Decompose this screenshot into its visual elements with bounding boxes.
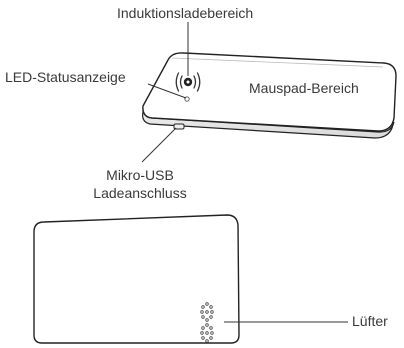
label-charging-area: Induktionsladebereich: [117, 5, 254, 21]
pad-top-surface: [142, 52, 397, 132]
leader-led: [147, 83, 187, 99]
pad-bottom-outline: [33, 214, 240, 344]
wireless-charging-icon: [175, 72, 201, 92]
mousepad-bottom-view: [33, 214, 240, 344]
label-led-indicator: LED-Statusanzeige: [5, 69, 126, 85]
label-usb-port-line1: Mikro-USB: [106, 167, 174, 183]
label-usb-port-line2: Ladeanschluss: [93, 185, 187, 201]
label-mousepad-area: Mauspad-Bereich: [249, 80, 359, 96]
mousepad-top-view: [142, 52, 397, 139]
micro-usb-port: [173, 123, 185, 130]
leader-usb: [141, 127, 177, 163]
label-fan: Lüfter: [352, 313, 388, 329]
leader-lines: [141, 22, 348, 323]
fan-vent-icon: [200, 302, 214, 343]
